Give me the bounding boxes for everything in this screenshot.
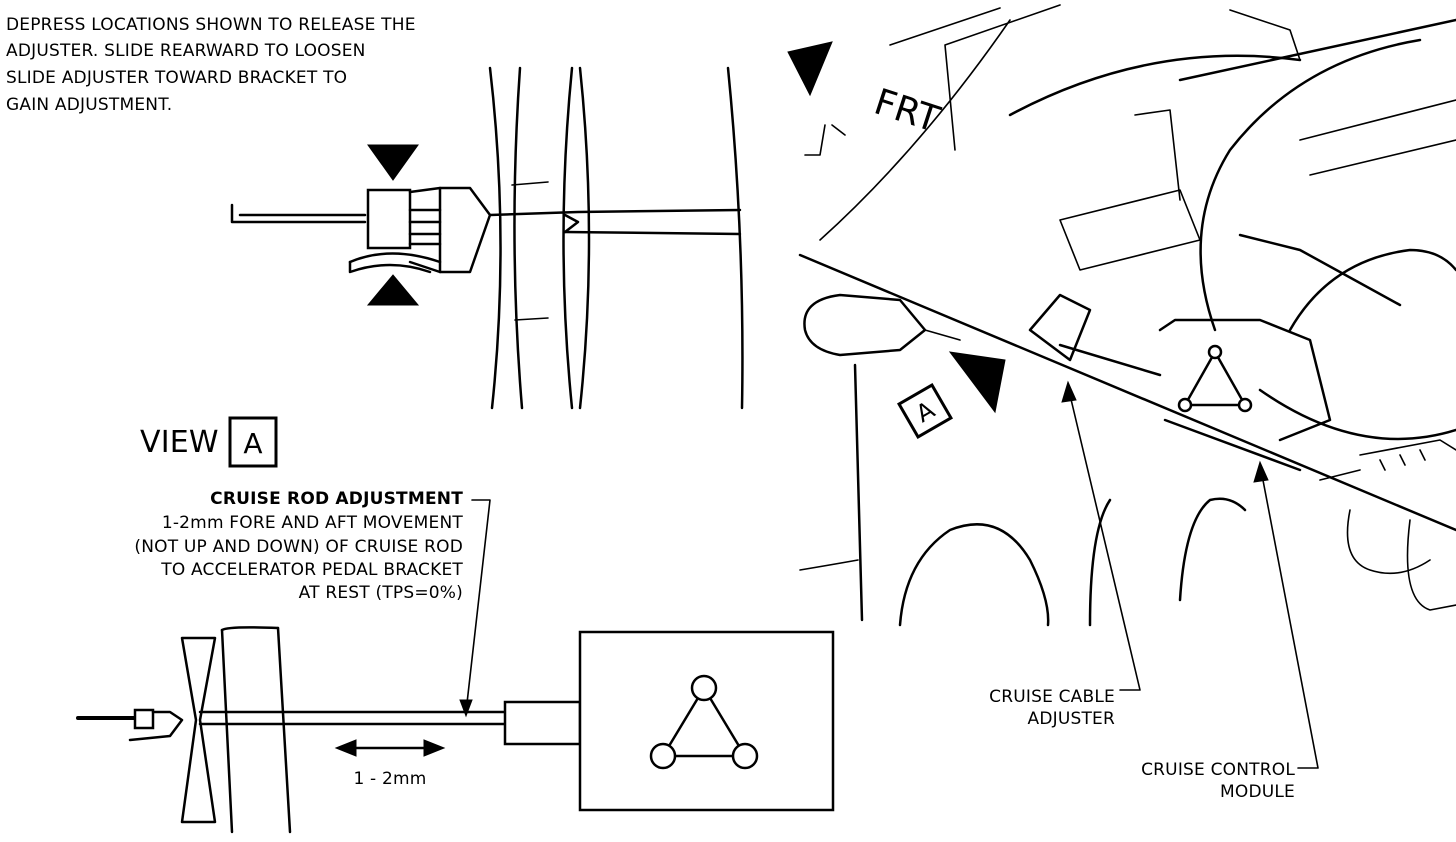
plate-1-left xyxy=(488,66,502,410)
module-triangle xyxy=(661,686,747,758)
instruction-line-4: GAIN ADJUSTMENT. xyxy=(6,95,172,115)
view-label-letter: A xyxy=(243,427,262,460)
bracket-housing xyxy=(408,186,492,274)
module-pivot-top xyxy=(690,674,718,702)
front-label: FRT xyxy=(869,82,945,142)
connector-plug xyxy=(803,293,927,357)
release-tab-lower xyxy=(348,260,432,274)
firewall-right xyxy=(276,626,292,834)
press-arrow-bottom-icon xyxy=(366,274,420,306)
module-triangle-linkage xyxy=(1183,350,1247,407)
cruise-cable xyxy=(1058,343,1162,377)
module-label-2: MODULE xyxy=(1220,782,1295,802)
linkage-pivot-left xyxy=(1177,397,1193,413)
connector-wire xyxy=(924,329,961,341)
plate-ties xyxy=(511,181,549,321)
right-bracket xyxy=(1406,519,1456,611)
vehicle-illustration: FRT A xyxy=(787,4,1456,769)
floor-arch-1 xyxy=(898,523,1050,627)
dash-top-right xyxy=(1178,18,1456,82)
view-a-marker-box xyxy=(896,382,954,440)
rod-adjustment-leader xyxy=(465,499,491,713)
column-support xyxy=(1134,109,1181,201)
steering-wheel-arc-bottom xyxy=(1258,388,1456,441)
rod-coupler xyxy=(503,700,582,746)
module-pivot-right xyxy=(731,742,759,770)
view-a-label: VIEW A xyxy=(140,416,278,468)
pedal-bracket xyxy=(180,636,217,824)
pedal-support xyxy=(1158,318,1332,442)
instruction-text: DEPRESS LOCATIONS SHOWN TO RELEASE THE A… xyxy=(6,15,416,115)
linkage-pivot-top xyxy=(1207,344,1223,360)
rod-lower xyxy=(563,230,742,236)
steering-wheel-arc-left xyxy=(1199,38,1422,332)
rod-adjustment-line-2: (NOT UP AND DOWN) OF CRUISE ROD xyxy=(134,537,463,557)
cruise-module-box xyxy=(578,630,835,812)
firewall-left xyxy=(220,628,234,834)
callout-labels: CRUISE CABLE ADJUSTER CRUISE CONTROL MOD… xyxy=(989,687,1295,802)
rod-adjustment-line-1: 1-2mm FORE AND AFT MOVEMENT xyxy=(162,513,464,533)
adjuster-rod-lines xyxy=(408,208,442,246)
module-leader xyxy=(1261,474,1319,769)
body-left-edge xyxy=(853,363,864,622)
cable-adjuster-leader xyxy=(1069,394,1141,691)
instruction-line-2: ADJUSTER. SLIDE REARWARD TO LOOSEN xyxy=(6,41,366,61)
rod-assembly: 1 - 2mm xyxy=(76,626,835,834)
firewall-top xyxy=(220,626,280,632)
steering-hub xyxy=(1288,248,1456,332)
dash-panel-left xyxy=(819,19,1011,241)
adjuster-body xyxy=(366,188,412,250)
rod-adjustment-line-4: AT REST (TPS=0%) xyxy=(299,583,463,603)
view-label-text: VIEW xyxy=(140,425,219,460)
plate-2-left xyxy=(562,66,574,410)
front-arrow-icon xyxy=(787,41,833,97)
release-tab-curve xyxy=(348,252,442,264)
movement-label: 1 - 2mm xyxy=(353,769,426,789)
rod-end-fitting xyxy=(133,708,155,730)
rod-clip xyxy=(563,213,580,234)
dash-upper-curve xyxy=(1008,54,1302,117)
plate-2-right xyxy=(578,66,591,410)
press-arrow-top-icon xyxy=(367,144,419,181)
cable-adjuster-label-2: ADJUSTER xyxy=(1027,709,1115,729)
front-marker-lines xyxy=(804,124,846,156)
movement-arrow-left-icon xyxy=(334,739,357,757)
steering-spokes xyxy=(1299,99,1456,176)
cable-adjuster-label-1: CRUISE CABLE xyxy=(989,687,1115,707)
floor-arch-2 xyxy=(1088,498,1112,627)
movement-arrow-right-icon xyxy=(423,739,446,757)
dash-bracket-left xyxy=(944,4,1061,151)
module-label-1: CRUISE CONTROL xyxy=(1141,760,1295,780)
rod-adjustment-line-3: TO ACCELERATOR PEDAL BRACKET xyxy=(160,560,463,580)
adjuster-detail-view xyxy=(230,66,744,410)
cable-adjuster-leader-arrow-icon xyxy=(1061,380,1077,403)
rod-end-clip xyxy=(128,710,184,742)
cable-adjuster-part xyxy=(1028,293,1092,362)
module-rod xyxy=(1163,418,1302,472)
rod-upper xyxy=(488,208,742,217)
instruction-line-1: DEPRESS LOCATIONS SHOWN TO RELEASE THE xyxy=(6,15,416,35)
dash-top-line xyxy=(889,7,1001,46)
instruction-line-3: SLIDE ADJUSTER TOWARD BRACKET TO xyxy=(6,68,347,88)
pedal-details xyxy=(1319,469,1431,575)
ribbed-part xyxy=(1359,439,1456,471)
column-bracket xyxy=(1059,189,1201,271)
floor-arch-3 xyxy=(1178,497,1247,602)
plate-3 xyxy=(726,66,744,410)
steering-column xyxy=(1238,233,1402,307)
rod-adjustment-leader-arrow-icon xyxy=(459,699,473,718)
rod-adjustment-text: CRUISE ROD ADJUSTMENT 1-2mm FORE AND AFT… xyxy=(134,489,491,718)
dash-lower-edge xyxy=(798,253,1456,532)
linkage-pivot-right xyxy=(1237,397,1253,413)
view-label-box xyxy=(228,416,278,468)
floor-line-left xyxy=(799,559,859,571)
rod-adjustment-title: CRUISE ROD ADJUSTMENT xyxy=(210,489,463,509)
view-a-arrow-icon xyxy=(948,351,1006,414)
dash-vent xyxy=(1229,9,1301,61)
module-leader-arrow-icon xyxy=(1253,460,1269,483)
module-pivot-left xyxy=(649,742,677,770)
plate-1-right xyxy=(513,66,524,410)
cable-end-upper xyxy=(230,203,367,224)
